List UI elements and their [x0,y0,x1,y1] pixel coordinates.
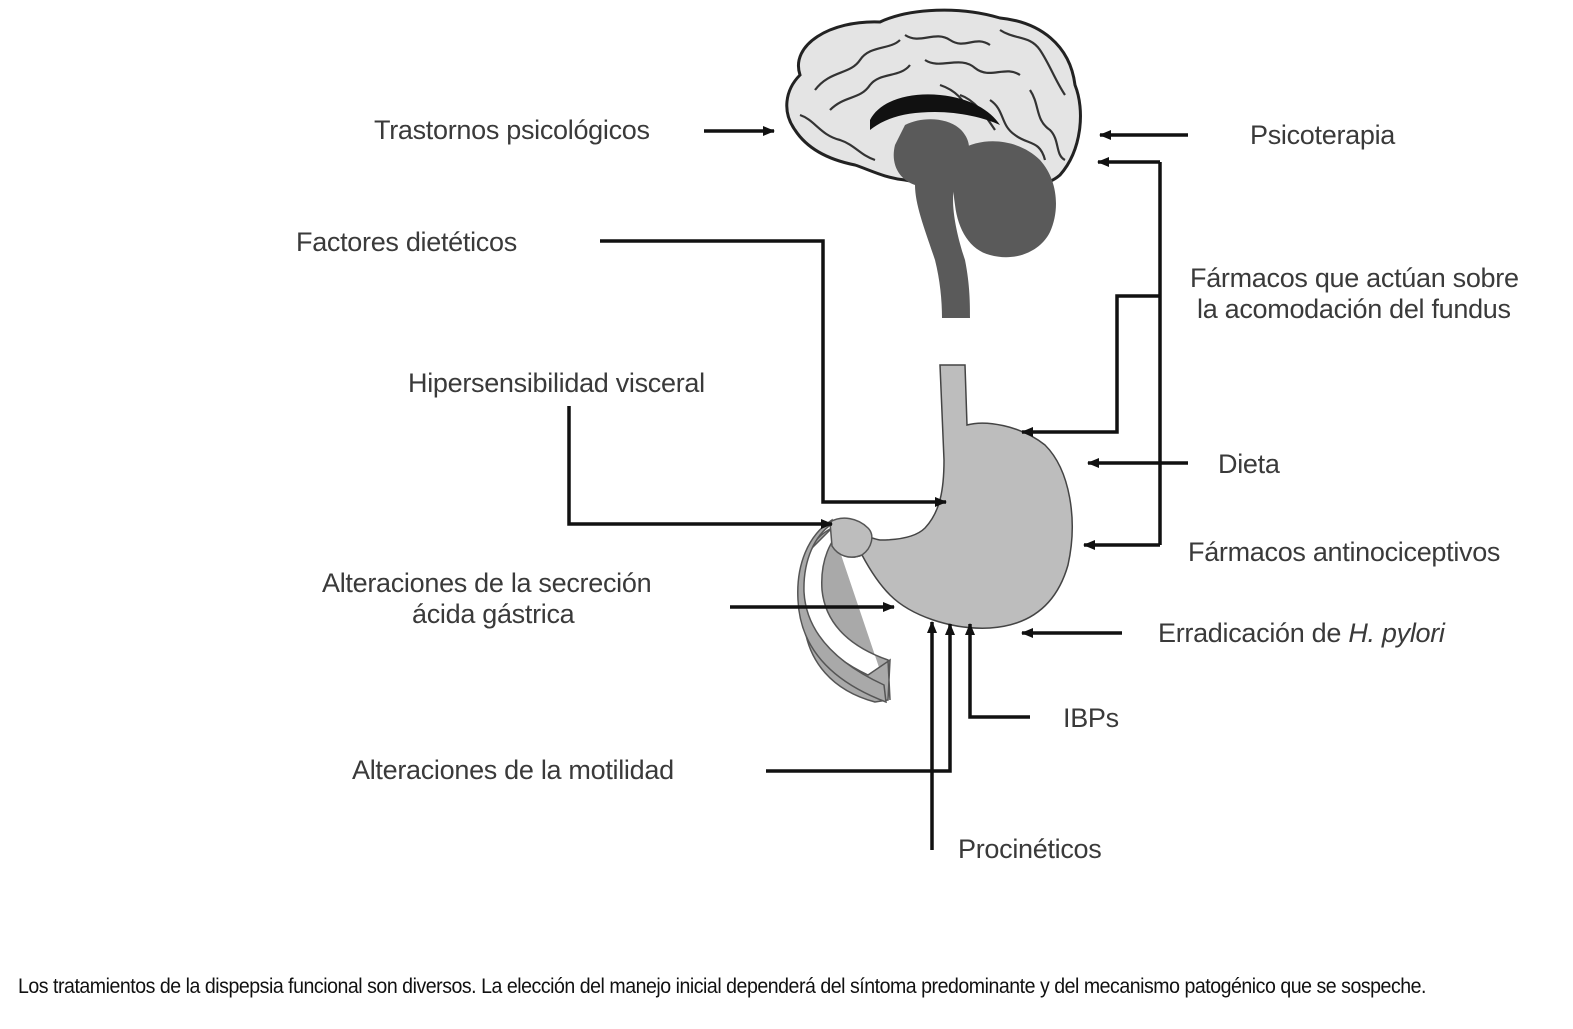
label-antinociceptivos: Fármacos antinociceptivos [1188,537,1500,567]
arrow-hipersensibilidad [567,406,833,529]
arrow-ibps [965,623,1030,719]
label-ibps: IBPs [1063,703,1119,733]
connectors [567,126,1188,850]
pylorus [829,517,873,558]
label-secrecion-2: ácida gástrica [412,599,576,629]
corpus-callosum [870,94,1000,130]
arrow-motilidad [766,623,955,773]
label-hipersensibilidad: Hipersensibilidad visceral [408,368,705,398]
stomach [828,364,1073,629]
arrow-factores [600,239,947,507]
cerebellum [953,141,1056,258]
label-factores: Factores dietéticos [296,227,517,257]
duodenum-loop [797,518,887,704]
label-erradicacion-prefix: Erradicación de [1158,618,1348,648]
labels: Trastornos psicológicos Factores dietéti… [296,115,1519,864]
arrow-farmacos-fundus [1021,294,1160,437]
label-dieta: Dieta [1218,449,1281,479]
brainstem [893,119,970,318]
label-farmacos-fundus-2: la acomodación del fundus [1197,294,1511,324]
label-procineticos: Procinéticos [958,834,1101,864]
label-hpylori: H. pylori [1348,618,1446,648]
label-trastornos: Trastornos psicológicos [374,115,650,145]
brain-illustration [785,8,1082,318]
label-erradicacion: Erradicación de H. pylori [1158,618,1446,648]
stomach-illustration [797,364,1073,704]
figure-caption: Los tratamientos de la dispepsia funcion… [18,975,1427,998]
label-farmacos-fundus-1: Fármacos que actúan sobre [1190,263,1519,293]
label-psicoterapia: Psicoterapia [1250,120,1396,150]
label-motilidad: Alteraciones de la motilidad [352,755,674,785]
label-secrecion-1: Alteraciones de la secreción [322,568,651,598]
